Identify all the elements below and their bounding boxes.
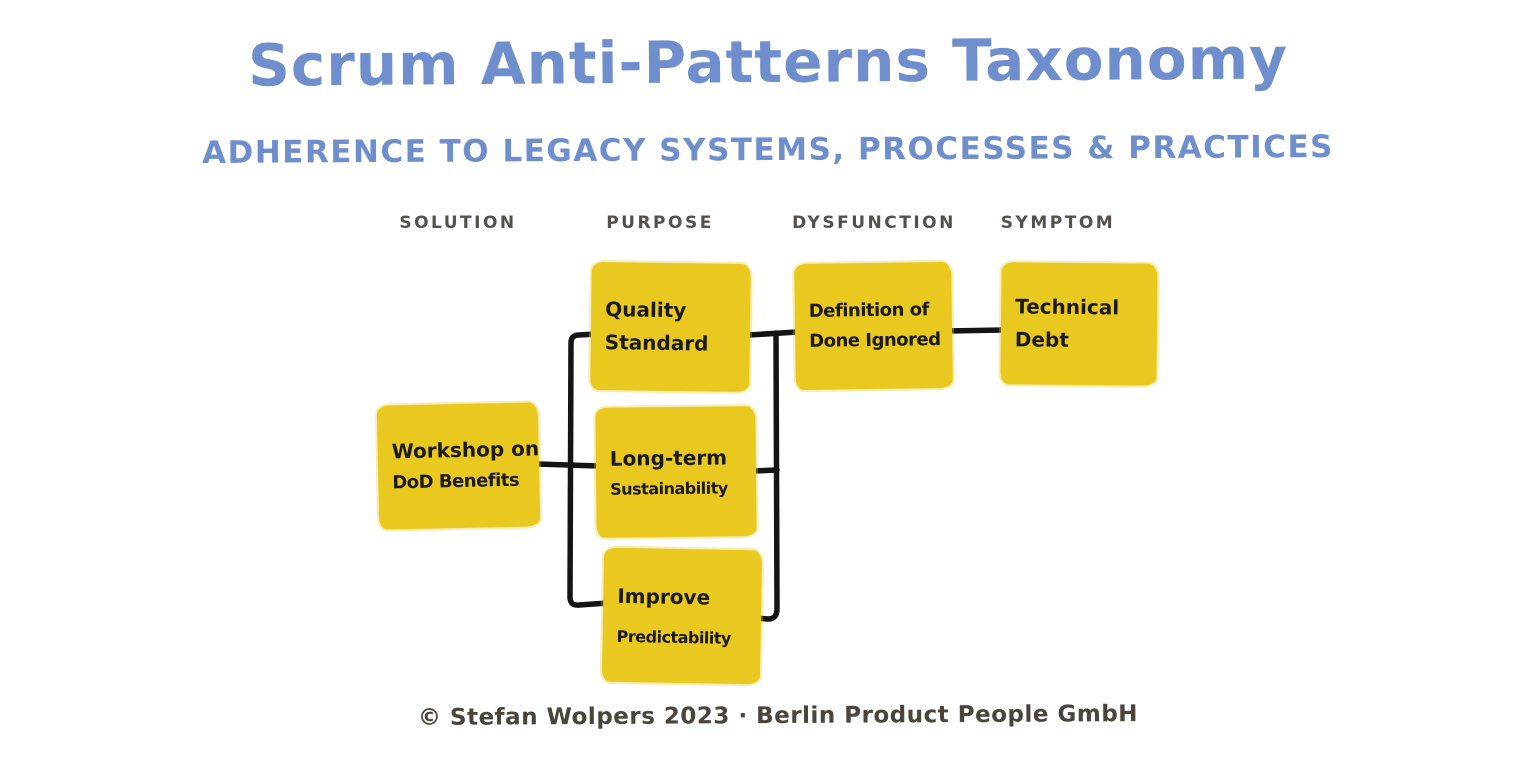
page-title: Scrum Anti-Patterns Taxonomy (247, 24, 1289, 100)
sticky-note-long-term-sustainability: Long-term Sustainability (595, 406, 757, 538)
edge-workshop-to-purposes (534, 461, 602, 469)
page-subtitle: ADHERENCE TO LEGACY SYSTEMS, PROCESSES &… (201, 129, 1335, 171)
note-line: Predictability (616, 626, 732, 648)
note-line: Definition of (808, 298, 929, 322)
column-header-solution: SOLUTION (399, 213, 517, 233)
column-header-dysfunction: DYSFUNCTION (792, 213, 956, 233)
column-header-symptom: SYMPTOM (1000, 213, 1116, 233)
note-line: Debt (1014, 327, 1070, 352)
edge-quality-to-definition (746, 329, 800, 338)
sticky-note-quality-standard: Quality Standard (590, 261, 751, 393)
edge-definition-to-technical (944, 327, 1006, 334)
note-line: Improve (617, 583, 711, 610)
note-line: DoD Benefits (392, 470, 520, 494)
note-line: Done Ignored (809, 329, 941, 352)
note-line: Quality (605, 297, 687, 323)
note-line: Long-term (609, 445, 728, 471)
copyright-attribution: © Stefan Wolpers 2023 · Berlin Product P… (417, 701, 1139, 731)
sticky-note-definition-of-done-ignored: Definition of Done Ignored (794, 261, 953, 391)
sticky-note-technical-debt: Technical Debt (1000, 262, 1158, 386)
sticky-note-improve-predictability: Improve Predictability (601, 547, 763, 685)
edge-longterm-hook (750, 467, 780, 474)
sticky-note-workshop-on-dod-benefits: Workshop on DoD Benefits (376, 402, 541, 530)
column-header-purpose: PURPOSE (606, 213, 714, 233)
note-line: Sustainability (610, 478, 728, 499)
note-line: Standard (604, 330, 709, 356)
note-line: Workshop on (391, 436, 540, 464)
note-line: Technical (1015, 294, 1120, 320)
